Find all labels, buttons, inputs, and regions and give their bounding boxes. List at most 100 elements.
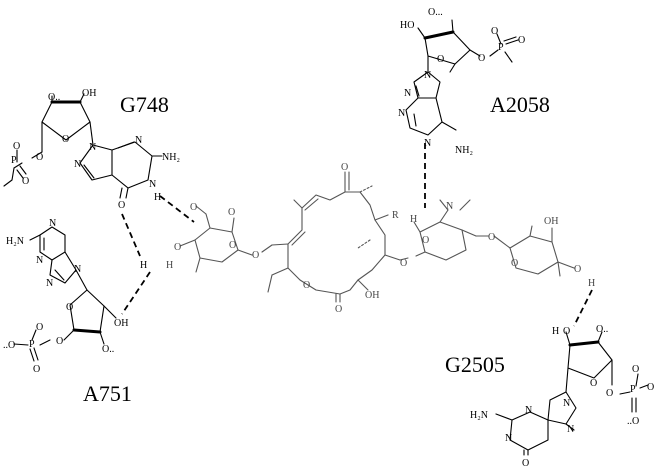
g2505-o6: O	[522, 458, 529, 469]
g2505-p-o-right: O	[647, 382, 654, 393]
g2505-n1: N	[505, 433, 512, 444]
far-right-hydroxyl-o: O	[574, 264, 581, 275]
hbond-g2505-to-mycarose	[573, 289, 593, 327]
g748-oh: OH	[82, 88, 96, 99]
g2505-n3: N	[525, 405, 532, 416]
g748-imidazole-ring	[79, 144, 113, 181]
right-sugar-n: N	[446, 201, 453, 212]
g2505-pyrimidine-ring	[509, 411, 549, 451]
a751-n3: N	[36, 255, 43, 266]
g748-p-o-top: O	[13, 141, 20, 152]
g2505-p-o-top: O	[632, 364, 639, 375]
left-sugar-ring-o: O	[229, 240, 236, 251]
g748-o6: O	[118, 200, 125, 211]
a751-oh: OH	[114, 318, 128, 329]
a2058-atom-labels: O... HO O O P O O N N N N NH₂	[398, 7, 525, 156]
g748-nh2: NH₂	[162, 152, 180, 163]
a2058-n7: N	[404, 88, 411, 99]
left-sugar-hydroxyl-o: O	[174, 242, 181, 253]
label-a2058: A2058	[490, 92, 550, 117]
a751-h2n: H₂N	[6, 236, 24, 247]
g748-n1: N	[149, 179, 156, 190]
macrolide-r: R	[392, 210, 399, 221]
g748-pyrimidine-ring	[111, 141, 153, 189]
a751-imidazole-ring	[49, 251, 77, 284]
a2058-imidazole-ring	[413, 71, 441, 99]
a2058-nh2: NH₂	[455, 145, 473, 156]
macrolide-lactone-o: O	[303, 280, 310, 291]
g748-p-o-bottom: O	[22, 176, 29, 187]
g2505-imidazole-ring	[547, 391, 577, 425]
a751-ribose-bold-edge	[72, 328, 102, 334]
g748-p: P	[11, 155, 17, 166]
label-a751: A751	[83, 381, 132, 406]
g748-o-dots: O..	[48, 92, 60, 103]
g2505-nucleotide	[495, 331, 649, 456]
a2058-nucleotide	[405, 19, 519, 136]
macrolide-ring	[287, 171, 386, 295]
a2058-pyrimidine-ring	[405, 97, 443, 136]
g748-n3: N	[135, 135, 142, 146]
g748-atom-labels: O.. OH O O P O O N N N N NH₂ H O	[11, 88, 180, 211]
a751-n1: N	[49, 218, 56, 229]
left-sugar-ho: H	[166, 260, 173, 271]
a751-nucleotide	[13, 226, 117, 362]
macrolide-atom-labels: O R O O OH O O O O O H O H O N O O OH O …	[166, 162, 595, 315]
left-sugar-h-atom: H	[140, 260, 147, 271]
a751-ring-o: O	[66, 302, 73, 313]
g2505-n9: N	[563, 398, 570, 409]
macrolide-molecule	[179, 171, 575, 303]
a2058-p: P	[498, 42, 504, 53]
label-g2505: G2505	[445, 352, 505, 377]
g2505-o-hydroxyl: O	[563, 326, 570, 337]
a751-p-o-top: O	[36, 322, 43, 333]
macrolide-carbonyl-o: O	[335, 304, 342, 315]
a2058-n1: N	[398, 108, 405, 119]
a2058-ho: HO	[400, 20, 414, 31]
a2058-ribose-bold-edge	[423, 30, 455, 40]
g2505-p-o-bottom: ..O	[627, 416, 639, 427]
g2505-o: O	[606, 388, 613, 399]
hbond-g748-n1h-to-sugar	[159, 195, 195, 223]
left-sugar-ome-o: O	[228, 207, 235, 218]
g748-ribose-ring	[41, 101, 91, 141]
g748-nucleotide	[3, 93, 163, 199]
right-sugar-h: H	[410, 214, 417, 225]
far-right-oh: OH	[544, 216, 558, 227]
g2505-ring-o: O	[590, 378, 597, 389]
g2505-ribose-bold-edge	[568, 340, 600, 347]
hydrogen-bonds	[121, 143, 593, 327]
a751-n7: N	[46, 278, 53, 289]
a751-ribose-ring	[69, 289, 105, 333]
left-sugar-link-o: O	[252, 250, 259, 261]
g748-n9: N	[89, 142, 96, 153]
a751-o-dots: O..	[102, 344, 114, 355]
far-right-hydroxyl-h: H	[588, 278, 595, 289]
a2058-p-o-top: O	[491, 26, 498, 37]
a751-p: P	[29, 339, 35, 350]
hbond-sugar-oh-to-a751	[121, 271, 151, 315]
hbond-g748-o6-to-oh	[121, 213, 141, 257]
g2505-p: P	[630, 384, 636, 395]
macrolide-ketone-o: O	[341, 162, 348, 173]
a2058-ring-o: O	[437, 54, 444, 65]
a2058-o-ellipsis: O...	[428, 7, 443, 18]
g2505-atom-labels: H O O.. O O P O O ..O N N N N H₂N O	[470, 324, 654, 469]
a2058-p-o-right: O	[518, 35, 525, 46]
g2505-n7: N	[567, 424, 574, 435]
a2058-o: O	[478, 53, 485, 64]
a751-n9: N	[74, 264, 81, 275]
macrolide-oh: OH	[365, 290, 379, 301]
far-right-link-o: O	[488, 232, 495, 243]
g2505-h: H	[552, 326, 559, 337]
g748-h: H	[154, 192, 161, 203]
a751-atom-labels: H₂N N N N N O OH O.. O P ..O O O	[3, 218, 128, 375]
a751-o: O	[56, 336, 63, 347]
g748-n7: N	[74, 159, 81, 170]
right-sugar-ring-o: O	[422, 235, 429, 246]
a751-dots-o: ..O	[3, 340, 15, 351]
far-right-ring-o: O	[511, 258, 518, 269]
g2505-o-dots: O..	[596, 324, 608, 335]
